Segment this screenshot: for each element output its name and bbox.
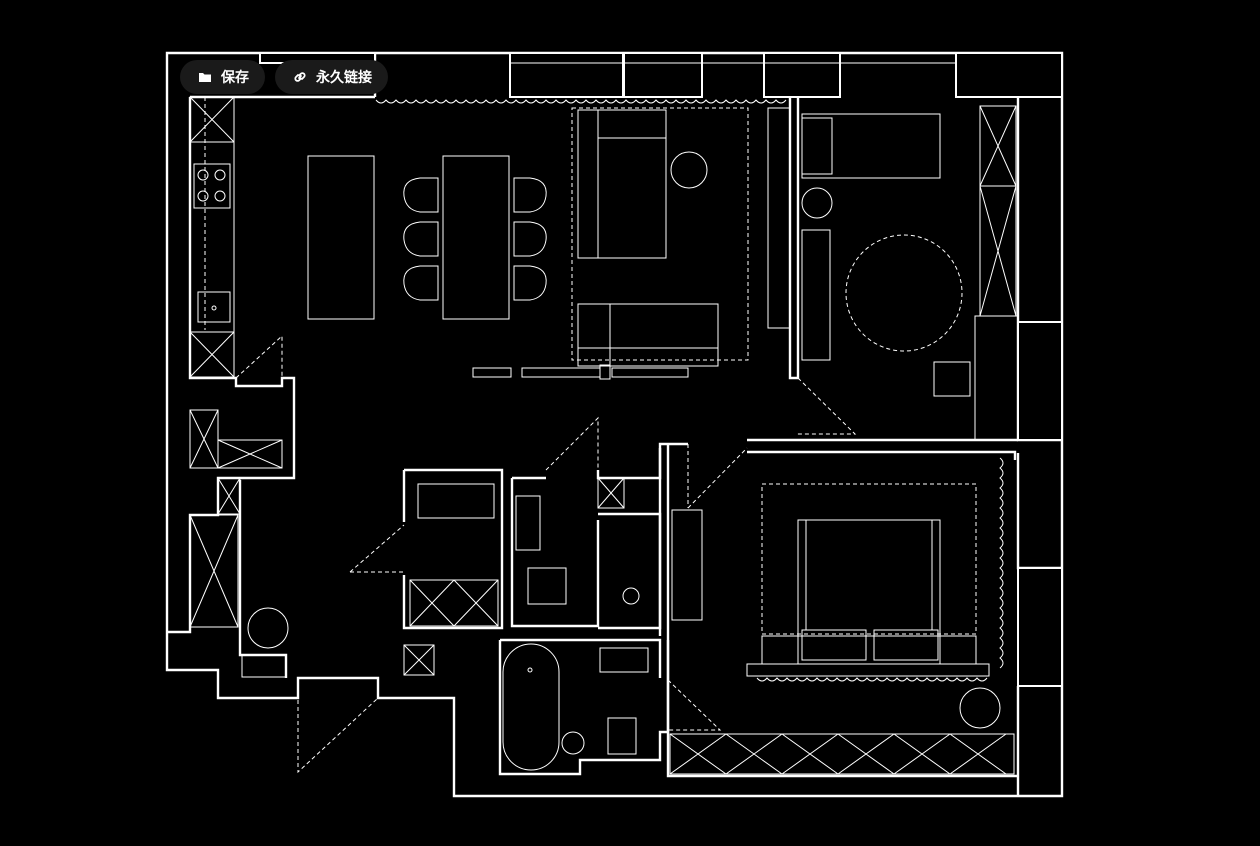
living-area: [472, 107, 791, 380]
kitchen-counter: [189, 96, 235, 378]
save-label: 保存: [221, 70, 249, 86]
entrance-storage: [189, 334, 289, 678]
exterior-walls: [165, 51, 1064, 798]
window-blocks: [259, 52, 1063, 687]
toolbar: 保存 永久链接: [180, 60, 388, 94]
save-button[interactable]: 保存: [180, 60, 265, 94]
kids-room: [747, 97, 1019, 460]
curtain-top: [375, 99, 787, 104]
permalink-label: 永久链接: [316, 70, 372, 86]
permalink-button[interactable]: 永久链接: [275, 60, 388, 94]
bathrooms: [297, 416, 722, 776]
link-icon: [294, 72, 306, 82]
master-bedroom: [666, 444, 1018, 778]
dining-area: [307, 155, 547, 320]
folder-icon: [199, 73, 211, 82]
